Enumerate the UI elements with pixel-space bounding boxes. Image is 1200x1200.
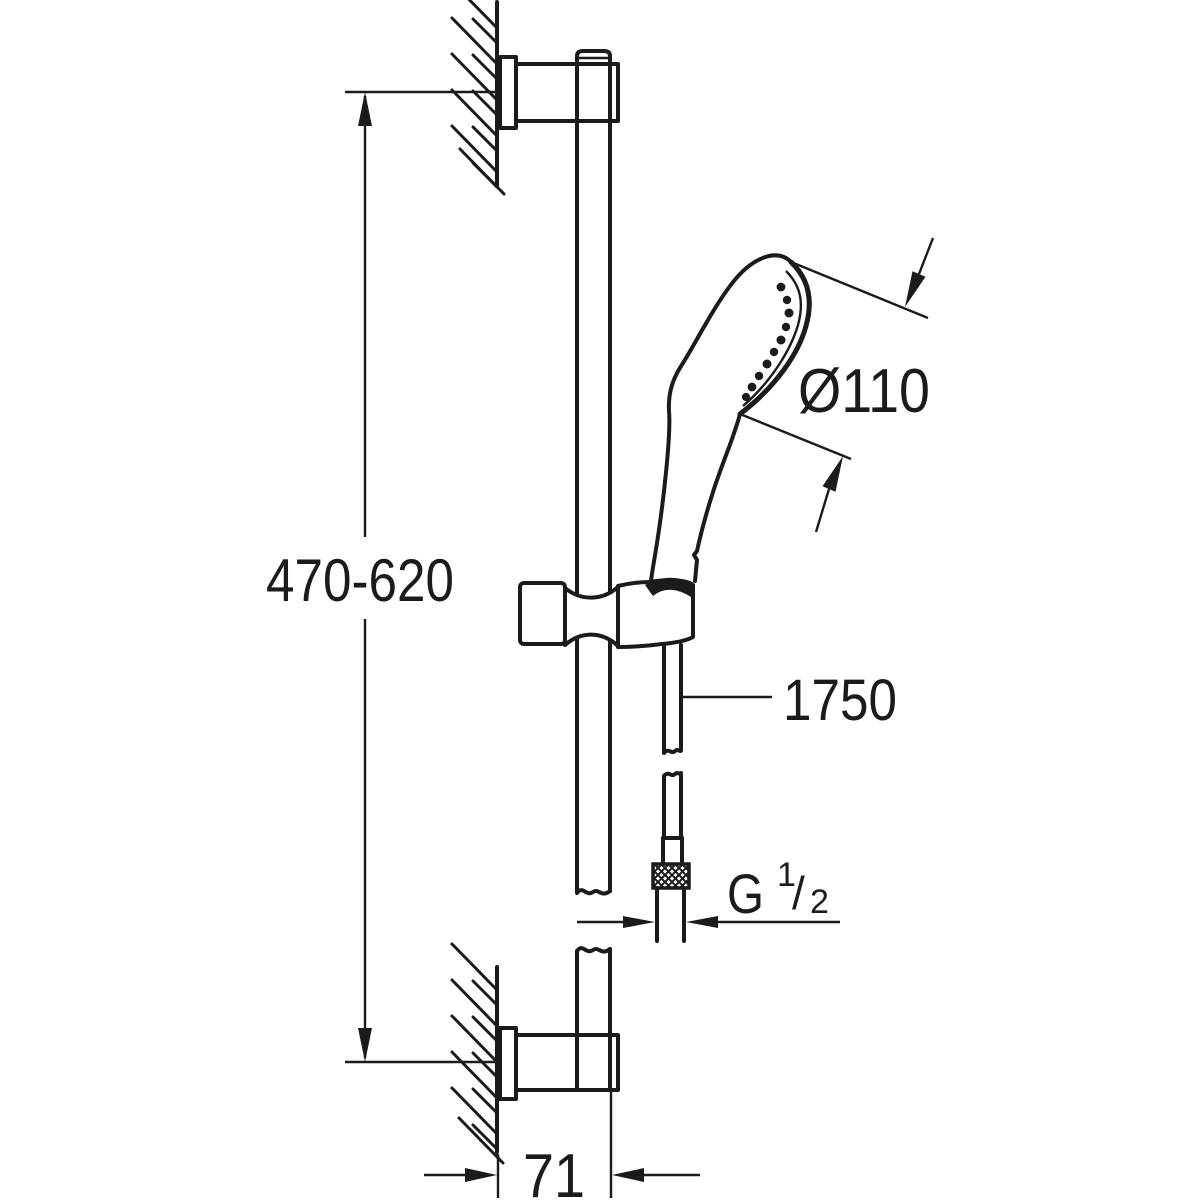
arrowhead-thread-right	[686, 916, 718, 928]
hose-break-lower	[662, 771, 683, 778]
wall-flange-top	[498, 55, 518, 130]
label-thread-slash: /	[792, 867, 805, 919]
arrowhead-down	[358, 1028, 372, 1062]
label-thread-letter: G	[727, 862, 764, 925]
label-head-diameter: Ø110	[798, 357, 930, 426]
wall-section-top	[450, 0, 506, 196]
rail-break-lower	[575, 946, 612, 954]
dimension-mounting-range: 470-620	[266, 90, 499, 1064]
hand-shower	[645, 253, 812, 597]
bracket-arm-bottom	[514, 1033, 620, 1092]
arrowhead-up	[358, 92, 372, 126]
dimension-hose-length: 1750	[683, 668, 897, 733]
handle-front-edge	[692, 412, 742, 583]
arrowhead-diameter-upper	[905, 271, 926, 307]
holder-knob	[518, 581, 567, 646]
shower-rail	[575, 62, 612, 1090]
label-thread-numerator: 1	[777, 856, 796, 894]
holder-clamp	[563, 585, 620, 648]
dimension-wall-offset: 71	[424, 1092, 700, 1200]
hose-break-upper	[662, 748, 683, 755]
wall-hatching-bottom	[450, 942, 505, 1165]
shower-body-outline	[649, 253, 793, 583]
rail-break-upper	[575, 888, 612, 896]
holder-cup	[616, 578, 695, 649]
arrowhead-offset-right	[612, 1168, 644, 1182]
arrowhead-thread-left	[623, 916, 655, 928]
wall-flange-bottom	[498, 1026, 518, 1101]
handle-socket-shadow	[645, 577, 695, 597]
spray-face-rim	[742, 270, 802, 407]
mounting-bracket-top	[498, 49, 620, 130]
spray-nozzles	[741, 282, 794, 402]
hose-connector-nut	[651, 862, 691, 890]
arrowhead-offset-left	[465, 1168, 497, 1182]
shower-hose	[651, 643, 691, 943]
wall-section-bottom	[450, 942, 505, 1165]
label-mounting-range: 470-620	[266, 547, 454, 614]
slider-holder	[518, 578, 695, 649]
bracket-arm-top	[514, 62, 620, 123]
dimension-thread-size: G 1 / 2	[577, 856, 840, 928]
label-thread-denominator: 2	[810, 883, 829, 921]
spray-face-edge	[737, 259, 812, 417]
dimension-head-diameter: Ø110	[739, 237, 935, 533]
mounting-bracket-bottom	[498, 1026, 620, 1101]
wall-hatching-top	[450, 0, 506, 196]
arrowhead-diameter-lower	[822, 456, 843, 492]
thread-stub	[655, 886, 686, 943]
label-wall-offset: 71	[523, 1142, 585, 1200]
label-hose-length: 1750	[783, 668, 897, 733]
